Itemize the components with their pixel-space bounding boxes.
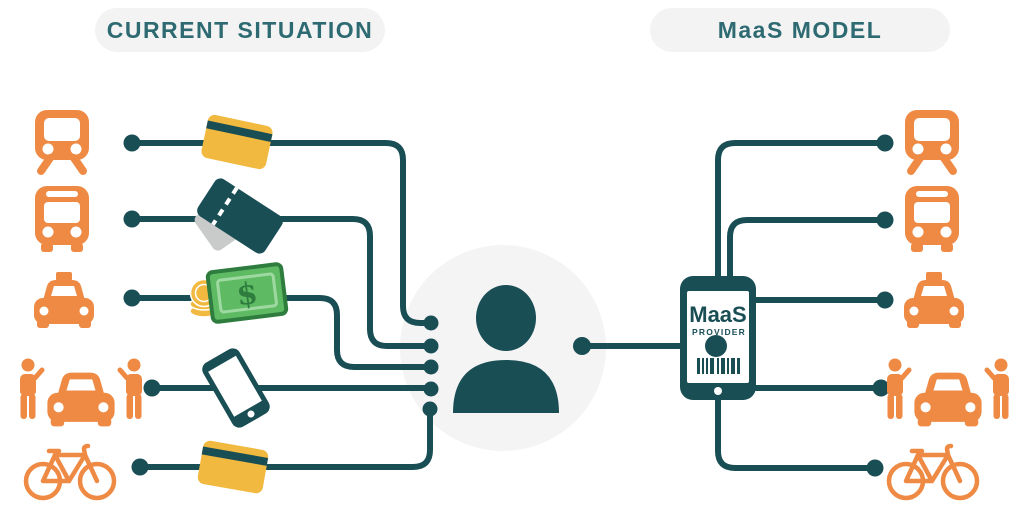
smartphone-icon <box>202 348 270 428</box>
cash-icon: $ <box>189 262 289 324</box>
connector-dot <box>422 401 438 417</box>
home-button <box>714 387 722 395</box>
connector-bus-to-user <box>129 216 434 349</box>
connector-taxi-to-user <box>129 295 434 370</box>
current-situation-label: CURRENT SITUATION <box>106 16 374 43</box>
provider-label: PROVIDER <box>692 327 746 337</box>
connector-dot <box>143 379 161 397</box>
connector-dot <box>123 289 141 307</box>
train-icon <box>35 110 89 171</box>
connector-bicycle-to-user <box>137 406 433 470</box>
connector-dot <box>876 211 894 229</box>
left-transport-icons <box>20 110 142 498</box>
right-transport-icons <box>887 110 1009 498</box>
connector-dot <box>423 315 439 331</box>
bicycle-icon <box>889 446 977 498</box>
connector-phone-to-train <box>715 140 888 280</box>
connector-dot <box>131 458 149 476</box>
connector-dot <box>423 381 439 397</box>
maas-model-title: MaaS MODEL <box>650 8 950 52</box>
ride-sharing-icon <box>887 359 1009 427</box>
bus-icon <box>905 186 959 252</box>
dollar-sign: $ <box>235 276 260 313</box>
taxi-icon <box>34 272 94 328</box>
barcode-icon <box>697 358 740 374</box>
connector-phone-to-bicycle <box>715 396 878 471</box>
maas-provider-phone: MaaS PROVIDER <box>680 276 756 400</box>
connector-dot <box>876 291 894 309</box>
right-connector-lines <box>579 140 888 471</box>
connector-dots <box>123 134 894 477</box>
banknote-icon: $ <box>205 262 289 324</box>
maas-model-label: MaaS MODEL <box>717 16 883 43</box>
ride-sharing-icon <box>20 359 142 427</box>
left-connector-lines <box>129 140 434 470</box>
bus-icon <box>35 186 89 252</box>
connector-dot <box>876 134 894 152</box>
bicycle-icon <box>26 446 114 498</box>
connector-dot <box>423 359 439 375</box>
connector-dot <box>573 337 591 355</box>
taxi-icon <box>904 272 964 328</box>
payment-icons: $ <box>189 113 289 495</box>
connector-dot <box>123 210 141 228</box>
credit-card-icon <box>200 113 274 171</box>
credit-card-icon <box>196 439 270 495</box>
train-icon <box>905 110 959 171</box>
connector-dot <box>123 134 141 152</box>
tickets-icon <box>194 178 283 254</box>
connector-train-to-user <box>129 140 434 326</box>
connector-phone-to-bus <box>727 217 888 280</box>
connector-dot <box>423 338 439 354</box>
connector-dot <box>866 459 884 477</box>
connector-dot <box>872 379 890 397</box>
maas-brand-text: MaaS <box>689 302 746 327</box>
current-situation-title: CURRENT SITUATION <box>95 8 385 52</box>
phone-hub-dot <box>705 335 727 357</box>
